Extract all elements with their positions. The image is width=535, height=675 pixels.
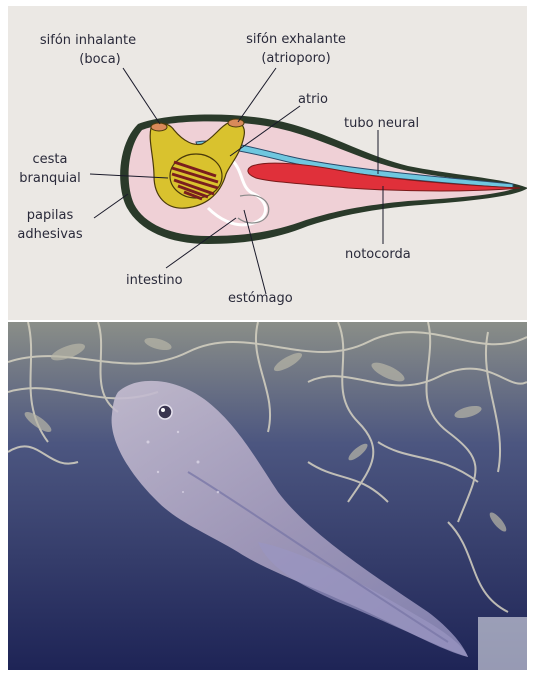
larva-eye-icon	[158, 405, 172, 419]
branchial-basket	[170, 154, 222, 199]
neural-tube-label: tubo neural	[344, 116, 419, 131]
inhalant-siphon-tip	[151, 123, 167, 131]
exhalant-siphon-label: sifón exhalante	[246, 32, 346, 47]
branchial-basket-sublabel: branquial	[19, 171, 80, 186]
stomach-label: estómago	[228, 291, 293, 306]
intestine-label: intestino	[126, 273, 183, 288]
inhalant-siphon-label: sifón inhalante	[40, 33, 136, 48]
inhalant-siphon-sublabel: (boca)	[79, 52, 120, 67]
photo-light-patch	[478, 617, 527, 670]
adhesive-papillae-sublabel: adhesivas	[17, 227, 83, 242]
larva-photograph	[8, 322, 527, 670]
larva-eye-highlight	[161, 408, 165, 412]
tunicate-larva-diagram: sifón inhalante (boca) sifón exhalante (…	[8, 6, 527, 320]
notochord-label: notocorda	[345, 247, 411, 262]
atrium-label: atrio	[298, 92, 328, 107]
exhalant-siphon-tip	[228, 119, 244, 127]
branchial-basket-label: cesta	[33, 152, 68, 167]
adhesive-papillae-label: papilas	[27, 208, 74, 223]
exhalant-siphon-sublabel: (atrioporo)	[261, 51, 330, 66]
